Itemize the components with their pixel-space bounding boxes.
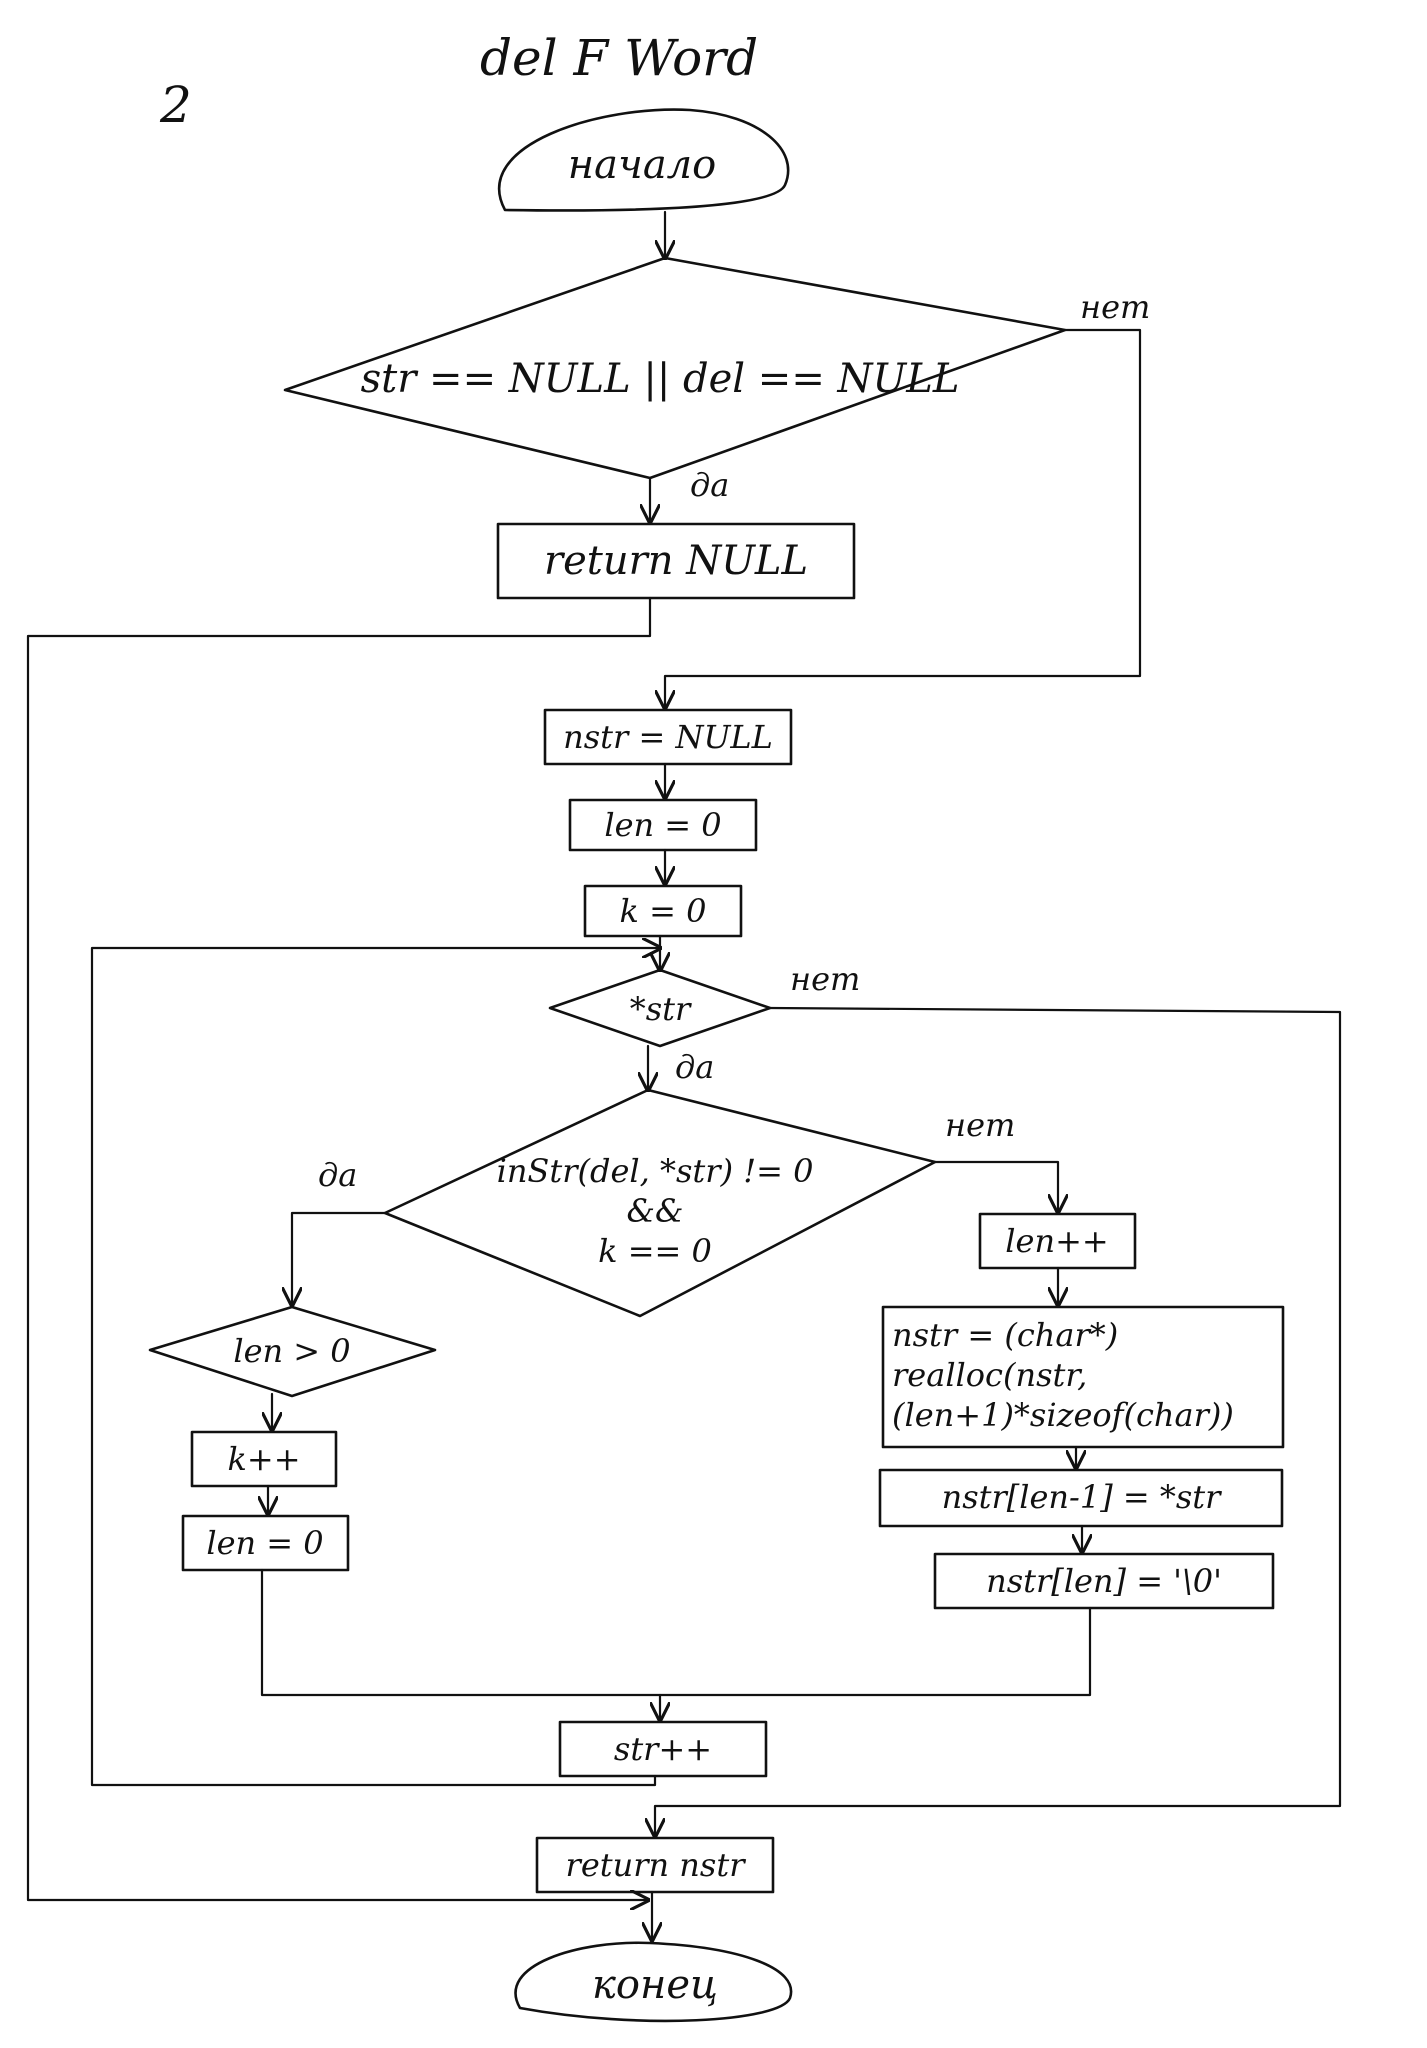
page-number: 2 (159, 76, 192, 134)
connector-null-check-no (665, 328, 1142, 708)
start-terminal (497, 108, 790, 212)
decision-instr-label-1: inStr(del, *str) != 0 (497, 1152, 814, 1190)
end-label: конец (592, 1962, 718, 2008)
label-no-instr: нет (945, 1106, 1015, 1144)
decision-len-gt0-label: len > 0 (233, 1332, 350, 1370)
process-realloc-line3: (len+1)*sizeof(char)) (892, 1396, 1234, 1434)
process-len-reset-label: len = 0 (206, 1524, 323, 1562)
arrow-instr-no (933, 1160, 1058, 1212)
process-init-len-label: len = 0 (604, 806, 721, 844)
process-k-inc-label: k++ (227, 1440, 300, 1478)
process-init-k-label: k = 0 (620, 892, 707, 930)
connector-merge (260, 1568, 1092, 1697)
arrow-instr-yes (292, 1211, 387, 1305)
decision-instr-label-2: && (627, 1192, 684, 1230)
process-assign-char-label: nstr[len-1] = *str (942, 1478, 1223, 1516)
process-return-null (496, 522, 856, 600)
label-yes-loop: да (675, 1048, 714, 1086)
label-no-null-check: нет (1080, 288, 1150, 326)
process-init-nstr (543, 708, 793, 766)
process-len-reset (181, 1514, 350, 1572)
process-str-inc-label: str++ (614, 1730, 712, 1768)
label-no-loop: нет (790, 960, 860, 998)
process-return-null-label: return NULL (544, 538, 808, 584)
decision-loop-str-label: *str (630, 990, 692, 1028)
process-init-nstr-label: nstr = NULL (563, 718, 773, 756)
process-assign-term (933, 1552, 1275, 1610)
connector-return-null-to-end (26, 596, 652, 1900)
decision-len-gt0 (148, 1305, 437, 1398)
process-k-inc (190, 1430, 338, 1488)
process-init-k (583, 884, 743, 938)
process-str-inc (558, 1720, 768, 1778)
label-yes-null-check: да (690, 466, 729, 504)
decision-instr-label-3: k == 0 (598, 1232, 712, 1270)
process-assign-term-label: nstr[len] = '\0' (986, 1562, 1222, 1600)
start-label: начало (568, 142, 716, 188)
label-yes-instr: да (318, 1156, 357, 1194)
process-init-len (568, 798, 758, 852)
process-len-inc-label: len++ (1005, 1222, 1108, 1260)
decision-null-check-label: str == NULL || del == NULL (361, 356, 960, 402)
process-return-nstr (535, 1836, 775, 1894)
process-realloc (881, 1305, 1285, 1449)
connector-loop-exit (655, 1006, 1342, 1836)
connector-loop-back (90, 948, 660, 1787)
process-return-nstr-label: return nstr (566, 1846, 747, 1884)
page-title: del F Word (480, 29, 758, 87)
process-realloc-line2: realloc(nstr, (892, 1356, 1087, 1394)
end-terminal (514, 1941, 793, 2023)
process-realloc-line1: nstr = (char*) (892, 1316, 1118, 1354)
